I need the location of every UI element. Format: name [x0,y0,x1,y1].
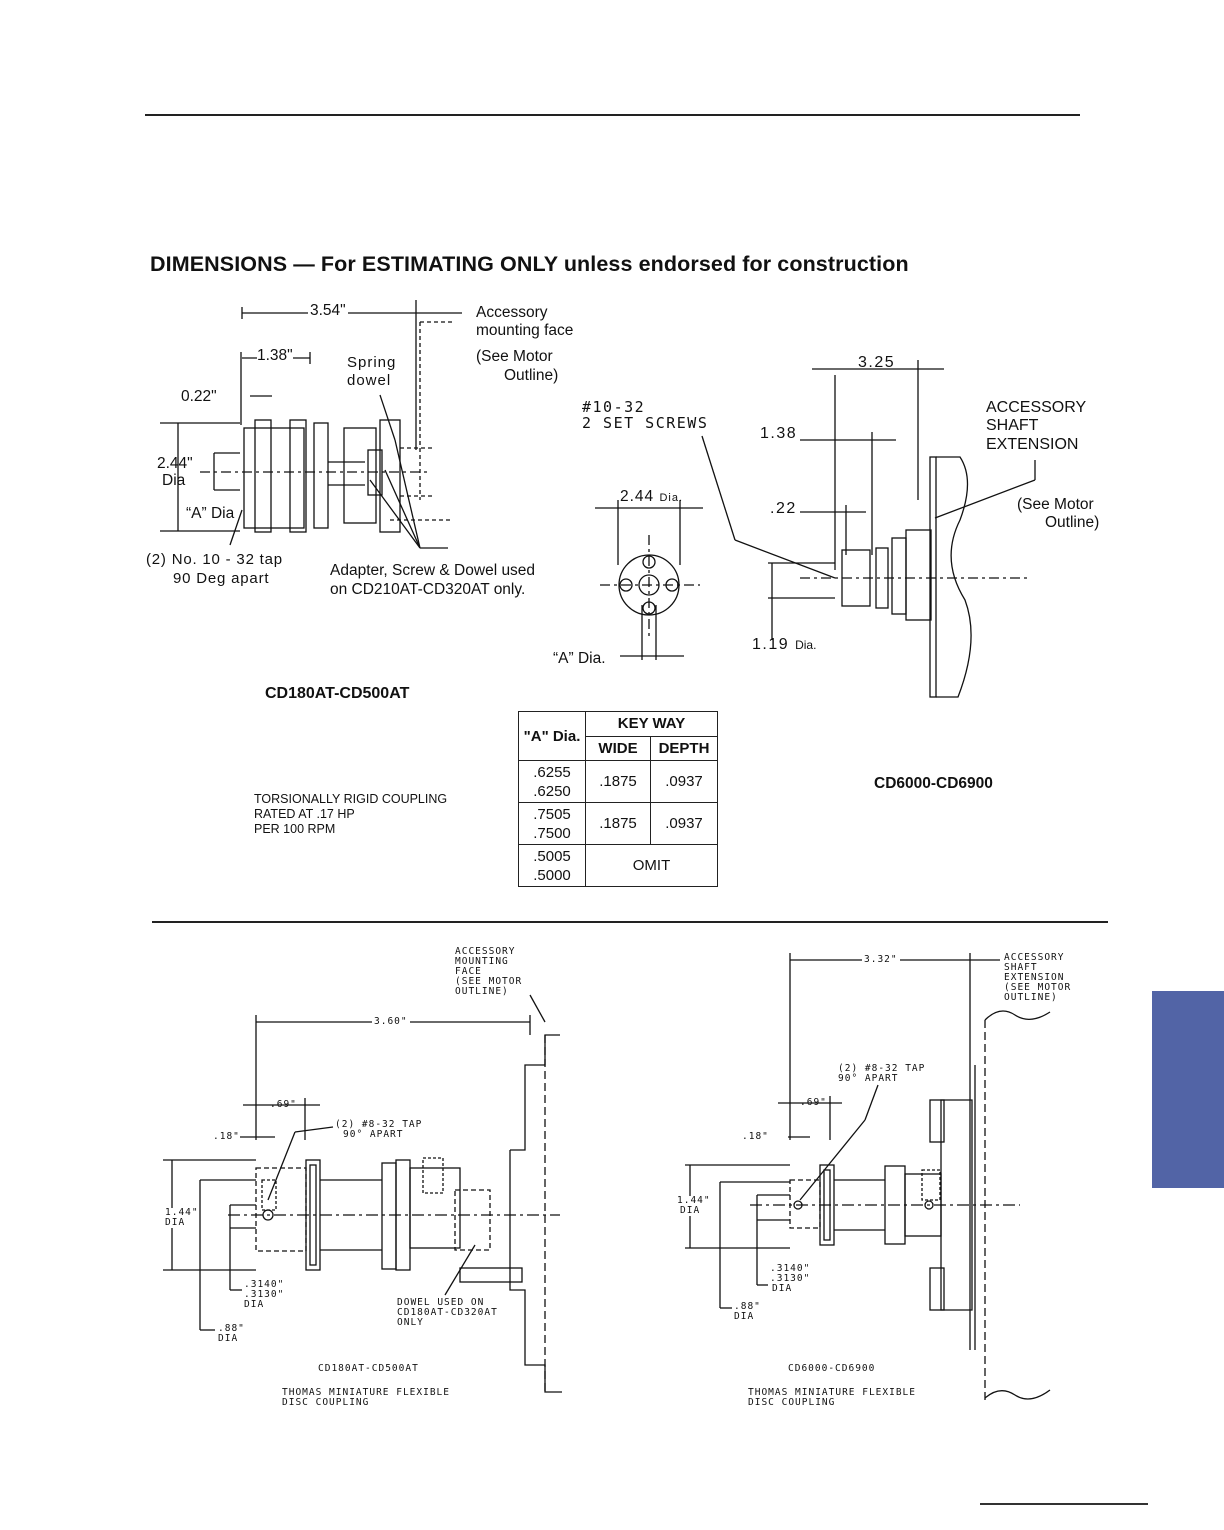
dim-1-38-right: 1.38 [760,425,798,442]
top-center-end-view [595,435,836,660]
bl-bore-2: .3130" [244,1289,285,1300]
torsion-note-1: TORSIONALLY RIGID COUPLING [254,792,448,806]
accessory-mounting-face-2: mounting face [476,322,574,339]
top-rule [145,114,1080,116]
see-motor-right-2: Outline) [1045,514,1100,531]
br-dim-0-88-dia: DIA [734,1311,755,1322]
br-accessory-1: ACCESSORY [1004,952,1065,963]
model-cd6000-cd6900: CD6000-CD6900 [874,775,993,792]
br-bore-dia: DIA [772,1283,793,1294]
header-a-dia: "A" Dia. [518,711,586,761]
bl-dim-1-44: 1.44" [165,1207,199,1218]
dim-2-44-dia: Dia [162,472,186,489]
bl-bore-1: .3140" [244,1279,285,1290]
torsion-note-3: PER 100 RPM [254,822,336,836]
bl-dowel-2: CD180AT-CD320AT [397,1307,498,1318]
accessory-shaft-2: SHAFT [986,417,1039,434]
bl-accessory-4: (SEE MOTOR [455,976,523,987]
see-motor-right-1: (See Motor [1017,496,1094,513]
table-row: .6255.6250 .1875 .0937 [518,760,718,803]
bl-dim-0-69: .69" [270,1099,297,1110]
footer-rule [980,1503,1148,1505]
bl-dim-0-88: .88" [218,1323,245,1334]
bl-dowel-1: DOWEL USED ON [397,1297,485,1308]
br-accessory-2: SHAFT [1004,962,1038,973]
br-tap-1: (2) #8-32 TAP [838,1063,926,1074]
br-dim-1-44-dia: DIA [680,1205,701,1216]
dim-0-22-right: .22 [770,500,797,517]
dim-3-25: 3.25 [858,354,896,371]
table-row: .7505.7500 .1875 .0937 [518,802,718,845]
dim-1-19: 1.19 Dia. [752,636,817,653]
spring-dowel-2: dowel [347,372,392,389]
adapter-note-1: Adapter, Screw & Dowel used [330,562,536,579]
dim-3-54: 3.54" [308,302,348,320]
table-row: .5005.5000 OMIT [518,844,718,887]
br-model: CD6000-CD6900 [788,1363,876,1374]
accessory-shaft-3: EXTENSION [986,436,1079,453]
br-dim-1-44: 1.44" [677,1195,711,1206]
bl-tap-1: (2) #8-32 TAP [335,1119,423,1130]
adapter-note-2: on CD210AT-CD320AT only. [330,581,526,598]
side-tab [1152,991,1224,1188]
br-caption-1: THOMAS MINIATURE FLEXIBLE [748,1387,916,1398]
tap-note-1: (2) No. 10 - 32 tap [146,551,283,568]
bl-dim-1-44-dia: DIA [165,1217,186,1228]
br-dim-0-18: .18" [742,1131,769,1142]
dim-2-44: 2.44" [157,455,193,472]
br-bore-1: .3140" [770,1263,811,1274]
set-screws-2: 2 SET SCREWS [582,414,709,432]
see-motor-outline-1: (See Motor [476,348,553,365]
br-dim-0-88: .88" [734,1301,761,1312]
model-cd180at-cd500at: CD180AT-CD500AT [265,685,410,702]
br-accessory-3: EXTENSION [1004,972,1065,983]
br-bore-2: .3130" [770,1273,811,1284]
br-tap-2: 90° APART [838,1073,899,1084]
tap-note-2: 90 Deg apart [173,570,270,587]
bl-accessory-5: OUTLINE) [455,986,509,997]
spring-dowel-1: Spring [347,354,397,371]
br-accessory-5: OUTLINE) [1004,992,1058,1003]
br-accessory-4: (SEE MOTOR [1004,982,1072,993]
bl-dim-0-88-dia: DIA [218,1333,239,1344]
end-view-dia-2-44: 2.44 Dia. [620,488,684,505]
bl-accessory-1: ACCESSORY [455,946,516,957]
bl-accessory-3: FACE [455,966,482,977]
torsion-note-2: RATED AT .17 HP [254,807,355,821]
header-wide: WIDE [585,735,651,761]
page-title: DIMENSIONS — For ESTIMATING ONLY unless … [150,252,909,276]
top-right-coupling-drawing [768,360,1036,698]
set-screws-1: #10-32 [582,398,646,416]
br-dim-0-69: .69" [800,1097,827,1108]
middle-rule [152,921,1108,923]
bottom-right-coupling-drawing [685,953,1051,1400]
a-dia-label: “A” Dia [186,505,235,522]
bl-accessory-2: MOUNTING [455,956,509,967]
br-dim-3-32: 3.32" [862,954,900,965]
bl-dim-3-60: 3.60" [372,1016,410,1027]
bl-model: CD180AT-CD500AT [318,1363,419,1374]
accessory-mounting-face-1: Accessory [476,304,548,321]
keyway-table: "A" Dia. KEY WAY WIDE DEPTH .6255.6250 .… [518,711,718,887]
bl-dowel-3: ONLY [397,1317,424,1328]
bl-caption-2: DISC COUPLING [282,1397,370,1408]
dim-0-22: 0.22" [181,388,217,405]
header-depth: DEPTH [650,735,718,761]
see-motor-outline-2: Outline) [504,367,559,384]
bl-bore-dia: DIA [244,1299,265,1310]
end-view-a-dia: “A” Dia. [553,650,606,667]
bl-dim-0-18: .18" [213,1131,240,1142]
br-caption-2: DISC COUPLING [748,1397,836,1408]
bl-caption-1: THOMAS MINIATURE FLEXIBLE [282,1387,450,1398]
header-keyway: KEY WAY [585,711,718,737]
bl-tap-2: 90° APART [343,1129,404,1140]
dim-1-38: 1.38" [257,347,293,365]
accessory-shaft-1: ACCESSORY [986,399,1087,416]
top-left-coupling-drawing [160,300,462,549]
